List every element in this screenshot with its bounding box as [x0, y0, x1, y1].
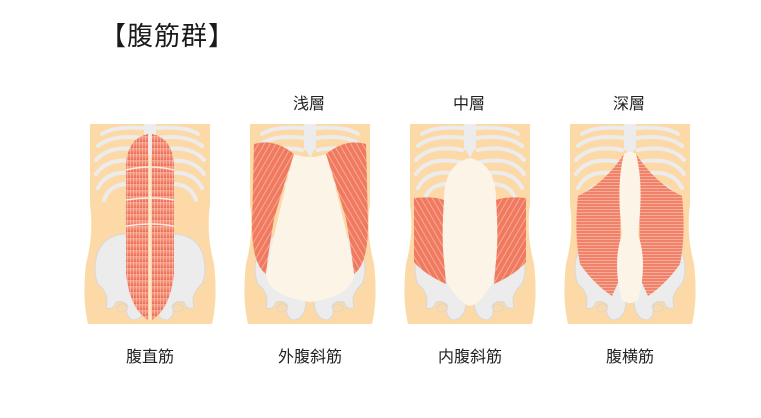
- transversus-abdominis-illustration: [564, 124, 696, 324]
- external-oblique-illustration: [244, 124, 376, 324]
- page-title: 【腹筋群】: [100, 22, 236, 52]
- layer-label-superficial: 浅層: [292, 94, 325, 113]
- muscle-label-transversus-abdominis: 腹横筋: [605, 347, 654, 366]
- muscle-label-external-oblique: 外腹斜筋: [277, 347, 342, 366]
- muscle-label-rectus-abdominis: 腹直筋: [125, 347, 174, 366]
- muscle-label-internal-oblique: 内腹斜筋: [437, 347, 502, 366]
- rectus-abdominis-illustration: [84, 124, 216, 324]
- layer-label-middle: 中層: [452, 94, 485, 113]
- internal-oblique-illustration: [404, 124, 536, 324]
- layer-label-deep: 深層: [612, 94, 645, 113]
